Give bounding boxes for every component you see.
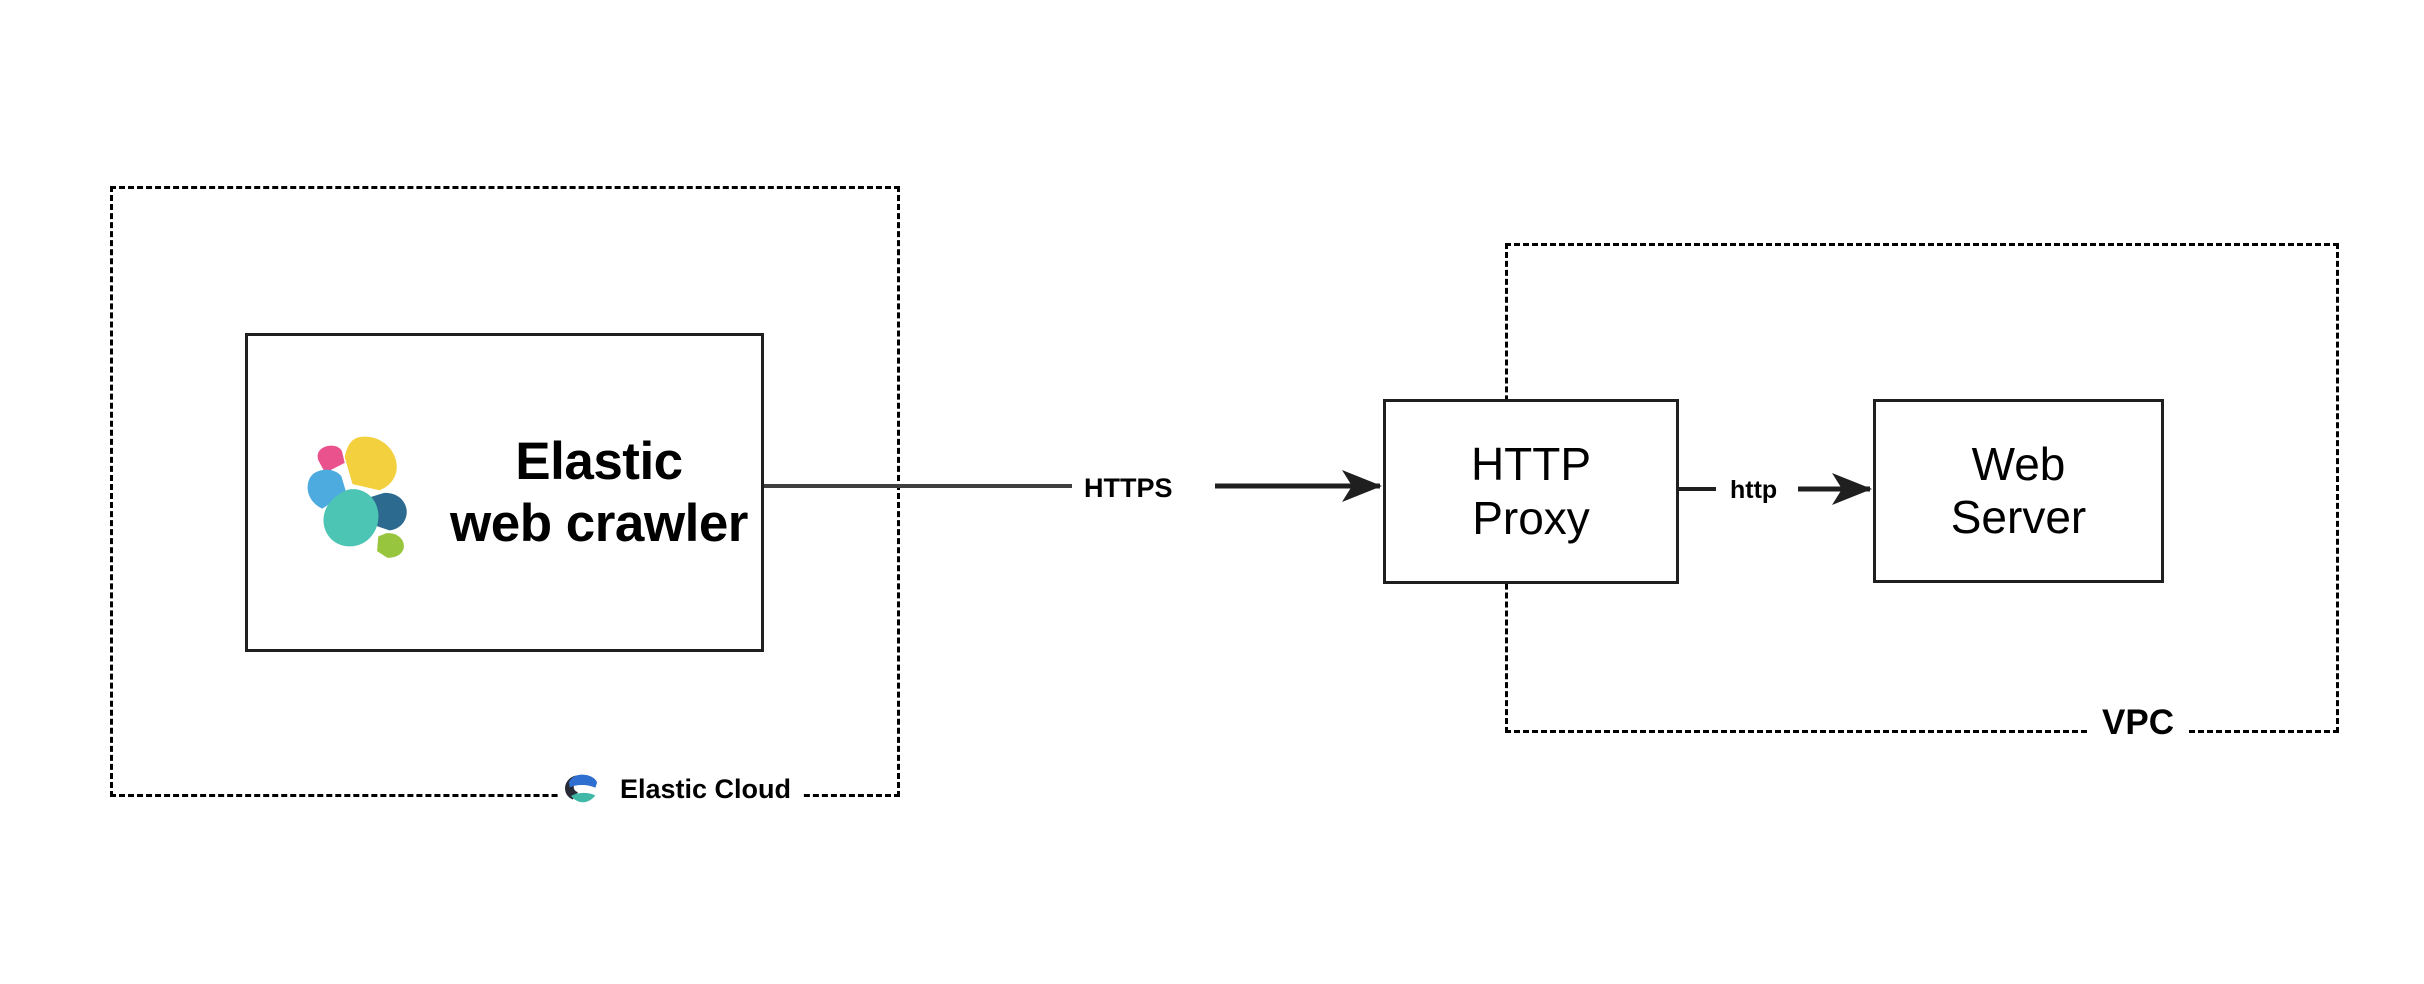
node-http-proxy[interactable]: HTTP Proxy [1383,399,1679,584]
node-web-server[interactable]: Web Server [1873,399,2164,583]
edge-label-https: HTTPS [1078,475,1179,502]
elastic-cloud-logo-icon [565,774,598,803]
node-label-crawler: Elastic web crawler [450,432,748,553]
zone-label-elastic-cloud: Elastic Cloud [560,767,802,811]
node-elastic-web-crawler[interactable]: Elastic web crawler [245,333,764,652]
node-label-http-proxy: HTTP Proxy [1470,438,1592,544]
node-label-web-server: Web Server [1950,437,2087,543]
edge-label-http: http [1724,478,1784,503]
zone-label-elastic-cloud-text: Elastic Cloud [620,773,792,804]
zone-elastic-cloud [110,186,900,797]
elastic-logo-icon [307,436,407,558]
crawler-content: Elastic web crawler [248,426,761,560]
zone-label-vpc: VPC [2090,705,2186,740]
